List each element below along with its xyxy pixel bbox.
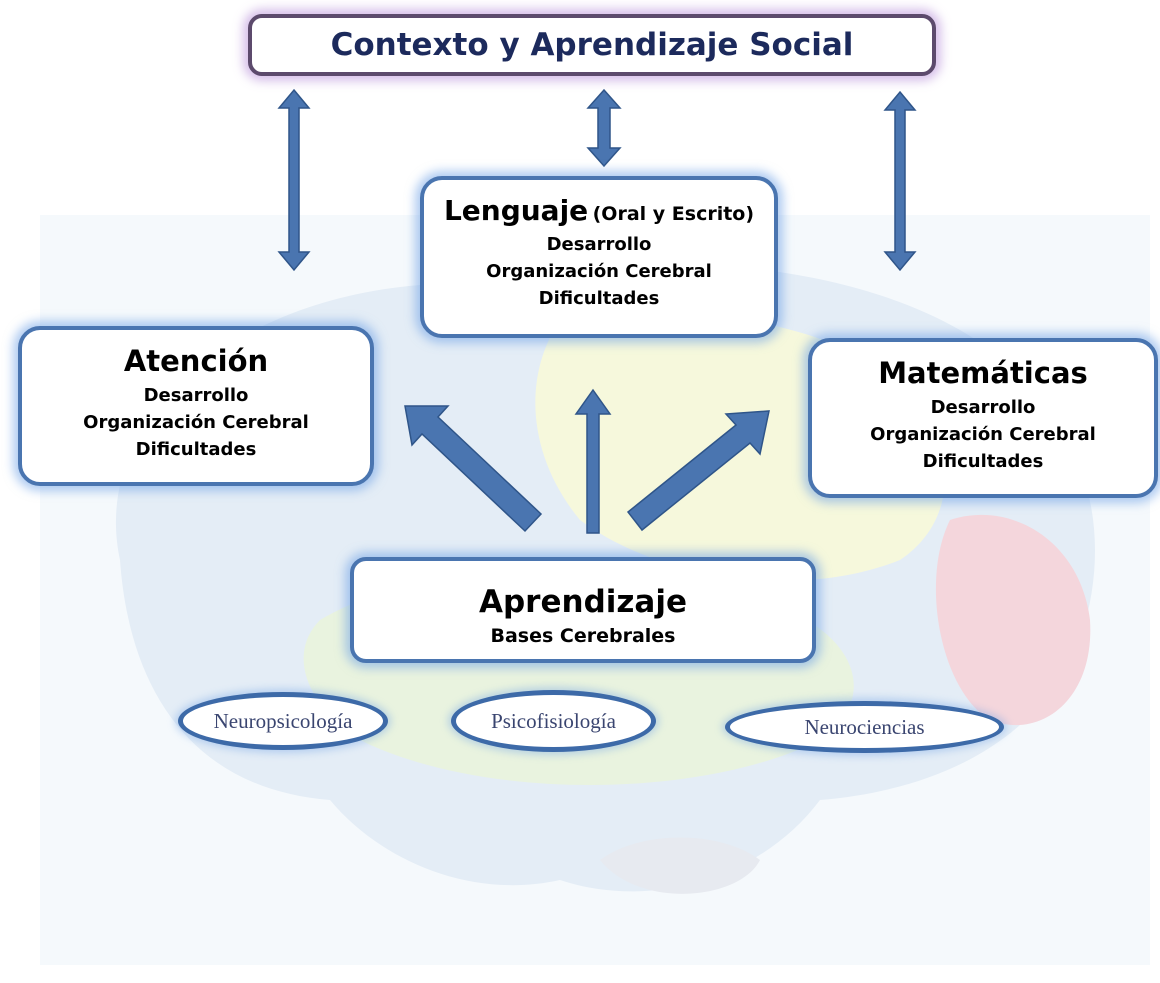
lenguaje-line-dificultades: Dificultades bbox=[538, 288, 660, 309]
brain-occipital-region bbox=[935, 514, 1091, 726]
lenguaje-line-organizacion: Organización Cerebral bbox=[486, 261, 712, 282]
matematicas-box: Matemáticas Desarrollo Organización Cere… bbox=[808, 338, 1158, 498]
lenguaje-box: Lenguaje (Oral y Escrito) Desarrollo Org… bbox=[420, 176, 778, 338]
arrow-to-lenguaje bbox=[574, 388, 612, 534]
context-title: Contexto y Aprendizaje Social bbox=[330, 27, 854, 63]
matematicas-line-dificultades: Dificultades bbox=[922, 451, 1044, 472]
aprendizaje-title: Aprendizaje bbox=[479, 584, 687, 620]
atencion-box: Atención Desarrollo Organización Cerebra… bbox=[18, 326, 374, 486]
aprendizaje-box: Aprendizaje Bases Cerebrales bbox=[350, 557, 816, 663]
matematicas-line-desarrollo: Desarrollo bbox=[930, 397, 1036, 418]
lenguaje-title-suffix: (Oral y Escrito) bbox=[592, 203, 755, 225]
double-arrow-center bbox=[586, 88, 622, 168]
atencion-title: Atención bbox=[123, 344, 269, 378]
oval-neuropsicologia: Neuropsicología bbox=[178, 692, 388, 750]
context-social-learning-box: Contexto y Aprendizaje Social bbox=[248, 14, 936, 76]
neurociencias-label: Neurociencias bbox=[804, 714, 925, 739]
atencion-line-organizacion: Organización Cerebral bbox=[83, 412, 309, 433]
lenguaje-title-row: Lenguaje (Oral y Escrito) bbox=[424, 194, 774, 227]
matematicas-line-organizacion: Organización Cerebral bbox=[870, 424, 1096, 445]
oval-psicofisiologia: Psicofisiología bbox=[451, 690, 656, 752]
arrow-to-atencion bbox=[404, 405, 543, 533]
double-arrow-left bbox=[277, 88, 311, 272]
arrow-to-matematicas bbox=[626, 410, 770, 532]
atencion-line-desarrollo: Desarrollo bbox=[143, 385, 249, 406]
lenguaje-title: Lenguaje bbox=[443, 194, 589, 227]
atencion-line-dificultades: Dificultades bbox=[135, 439, 257, 460]
aprendizaje-subtitle: Bases Cerebrales bbox=[490, 625, 676, 647]
lenguaje-line-desarrollo: Desarrollo bbox=[546, 234, 652, 255]
double-arrow-right bbox=[883, 90, 917, 272]
neuropsicologia-label: Neuropsicología bbox=[213, 708, 353, 733]
psicofisiologia-label: Psicofisiología bbox=[491, 708, 616, 733]
brain-cerebellum bbox=[600, 837, 760, 894]
matematicas-title: Matemáticas bbox=[878, 356, 1088, 390]
oval-neurociencias: Neurociencias bbox=[725, 701, 1004, 753]
